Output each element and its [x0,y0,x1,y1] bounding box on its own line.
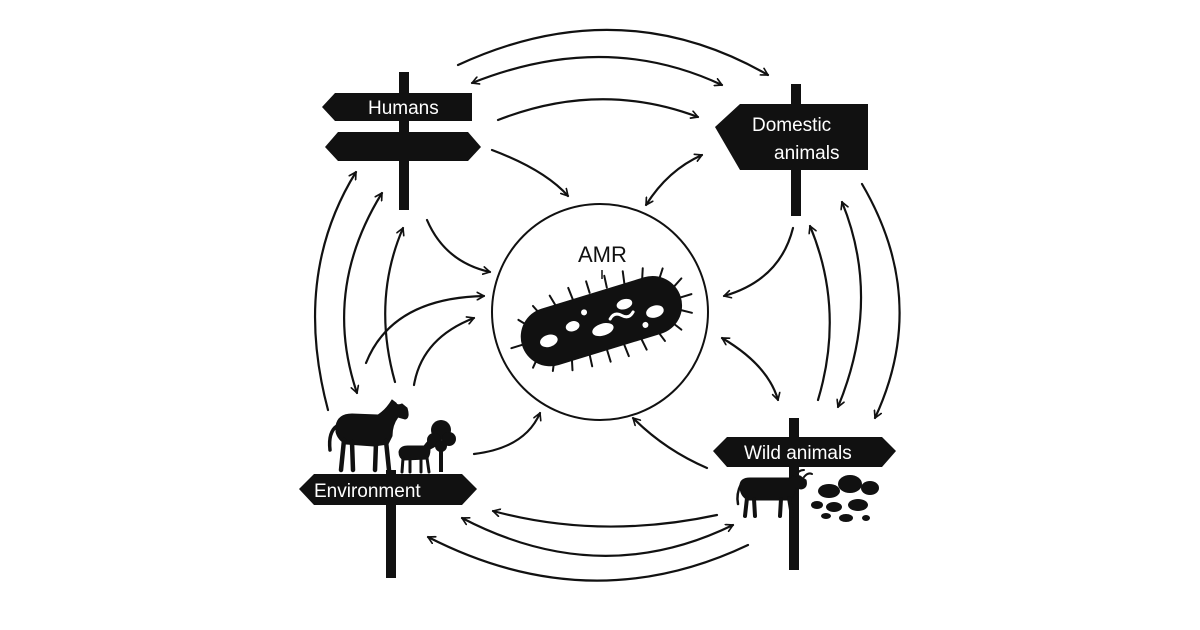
arrow-humans-domestic-middle [470,55,724,85]
domestic-label-line2: animals [774,143,839,164]
humans-lower-sign [325,132,481,161]
arrow-domestic-wild-middle [838,200,863,409]
domestic-sign [715,104,868,170]
environment-label: Environment [314,481,421,502]
bacterium-icon [510,267,693,373]
arrow-environment-to-amr-upper [364,296,486,365]
amr-center: AMR [491,203,709,421]
arrow-environment-to-amr-lower [412,318,476,387]
amr-label: AMR [578,242,627,267]
domestic-label-line1: Domestic [752,115,831,136]
arrow-domestic-to-amr [722,226,795,296]
environment-sign [299,474,477,505]
arrow-humans-to-amr [490,148,570,198]
arrow-environment-wild-middle [460,516,735,557]
foal-icon [398,437,436,474]
arrow-environment-to-humans-outer [313,170,358,412]
environment-signpost: Environment [299,399,477,578]
humans-sign [322,93,472,121]
arrow-humans-to-domestic-inner [496,98,700,122]
arrow-wild-to-environment-lower [426,535,750,582]
humans-signpost: Humans [322,72,481,210]
domestic-animals-signpost: Domestic animals [715,84,868,216]
arrow-amr-domestic [644,155,704,207]
wild-sign [713,437,896,467]
humans-label: Humans [368,98,439,119]
arrow-environment-to-humans-inner [384,226,403,384]
rocks-icon [811,475,879,522]
cow-icon [736,469,813,518]
wild-label: Wild animals [744,443,852,464]
wild-animals-signpost: Wild animals [713,418,896,570]
arrow-environment-to-amr-bottom [472,411,540,456]
arrows [313,28,901,582]
amr-circle [491,203,709,421]
arrow-humans-to-amr-lower [425,218,492,272]
tree-icon [427,420,456,472]
arrow-wild-to-environment-upper [491,511,719,528]
arrow-humans-environment-middle [343,191,384,395]
horse-icon [327,399,409,473]
environment-post [386,470,396,578]
arrow-domestic-to-wild-outer [860,182,901,420]
arrow-wild-to-domestic-inner [810,224,831,402]
arrow-amr-wild [720,336,778,402]
arrow-wild-to-amr [631,416,709,470]
arrow-humans-to-domestic-outer [456,28,770,77]
